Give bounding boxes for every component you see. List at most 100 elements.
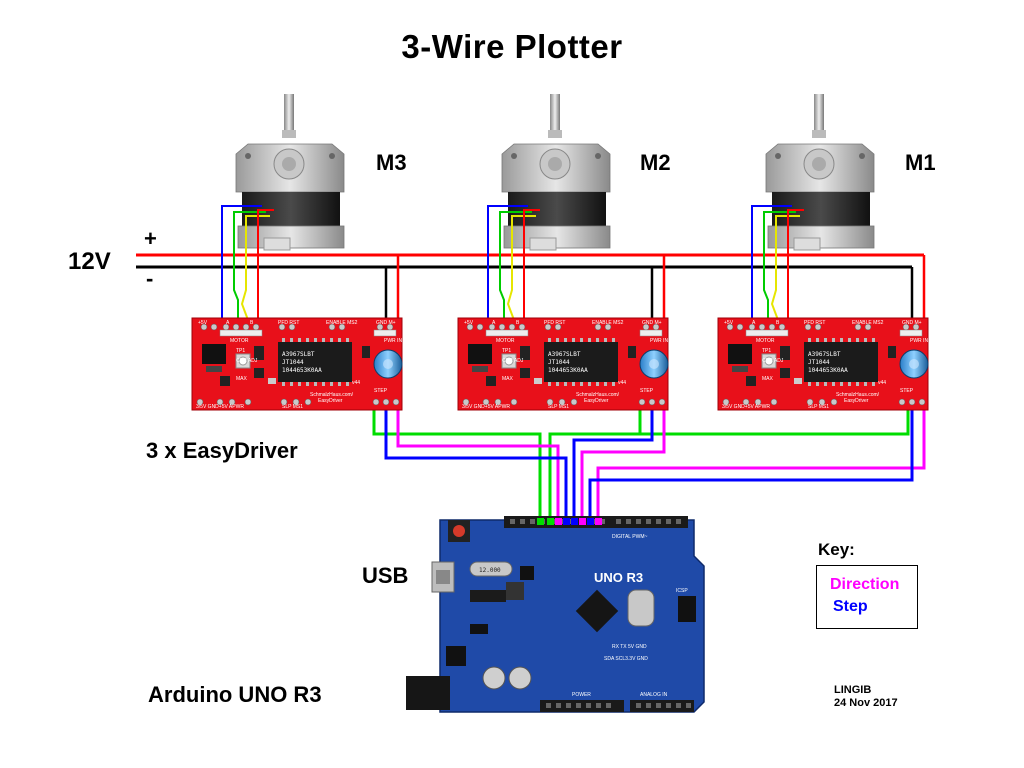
url-label: SchmalzHaus.com/ xyxy=(836,392,880,398)
step-wires xyxy=(384,400,914,522)
slp-ms1-label: SLP MS1 xyxy=(282,404,303,410)
motor-label-m1: M1 xyxy=(905,150,936,175)
step-label: STEP xyxy=(640,388,654,394)
sda-scl-label: SDA SCL3.3V GND xyxy=(604,656,648,662)
driver-caption: 3 x EasyDriver xyxy=(146,438,298,463)
pin-label-gnd-m: GND M+ xyxy=(642,320,662,326)
negative-symbol: - xyxy=(146,266,154,291)
pin-label-pfd-rst: PFD RST xyxy=(804,320,825,326)
slp-ms1-label: SLP MS1 xyxy=(808,404,829,410)
pwr-in-label: PWR IN xyxy=(650,338,668,344)
pin-label-a: A xyxy=(752,320,756,326)
version-label: v44 xyxy=(878,380,886,386)
pin-label-5v: +5V xyxy=(198,320,208,326)
icsp-label: ICSP xyxy=(676,588,688,594)
bottom-pins-label: 3/5V GND+5V APWR xyxy=(196,404,244,410)
cur-adj-label: CUR ADJ xyxy=(236,358,258,364)
rx-tx-label: RX TX 5V GND xyxy=(612,644,647,650)
chip-text: JT1044 xyxy=(808,359,830,366)
legend-step: Step xyxy=(833,598,868,615)
cur-adj-label: CUR ADJ xyxy=(502,358,524,364)
chip-text: A3967SLBT xyxy=(282,351,315,358)
legend-box xyxy=(816,565,918,629)
pin-label-enable-ms2: ENABLE MS2 xyxy=(326,320,358,326)
pin-label-5v: +5V xyxy=(464,320,474,326)
chip-text: JT1044 xyxy=(282,359,304,366)
ground-wires xyxy=(372,400,910,522)
chip-text: A3967SLBT xyxy=(808,351,841,358)
step-label: STEP xyxy=(374,388,388,394)
max-label: MAX xyxy=(762,376,774,382)
cur-adj-label: CUR ADJ xyxy=(762,358,784,364)
version-label: v44 xyxy=(352,380,360,386)
arduino-caption: Arduino UNO R3 xyxy=(148,682,322,707)
pin-label-pfd-rst: PFD RST xyxy=(544,320,565,326)
page-title: 3-Wire Plotter xyxy=(401,28,623,65)
url-label: SchmalzHaus.com/ xyxy=(310,392,354,398)
header-pin-connections xyxy=(537,518,602,525)
direction-wires xyxy=(396,400,926,522)
digital-pins-label: DIGITAL PWM~ xyxy=(612,534,648,540)
motor-m3 xyxy=(235,93,345,251)
tp1-label: TP1 xyxy=(762,348,771,354)
board-name-label: EasyDriver xyxy=(584,398,609,404)
pwr-in-label: PWR IN xyxy=(384,338,402,344)
usb-label: USB xyxy=(362,563,409,588)
max-label: MAX xyxy=(236,376,248,382)
chip-text: 1044653K0AA xyxy=(548,367,588,374)
motor-label-m3: M3 xyxy=(376,150,407,175)
pin-label-b: B xyxy=(516,320,520,326)
chip-text: 1044653K0AA xyxy=(282,367,322,374)
motor-label-m2: M2 xyxy=(640,150,671,175)
motor-label: MOTOR xyxy=(230,338,249,344)
pin-label-gnd-m: GND M+ xyxy=(376,320,396,326)
tp1-label: TP1 xyxy=(502,348,511,354)
max-label: MAX xyxy=(502,376,514,382)
chip-text: 1044653K0AA xyxy=(808,367,848,374)
legend-direction: Direction xyxy=(830,576,900,593)
arduino-board: 12.000 UNO R3 DIGITAL PWM~ POWER A xyxy=(406,516,705,713)
motor-label: MOTOR xyxy=(496,338,515,344)
chip-text: JT1044 xyxy=(548,359,570,366)
coil-wires-m1 xyxy=(751,205,804,321)
motor-label: MOTOR xyxy=(756,338,775,344)
url-label: SchmalzHaus.com/ xyxy=(576,392,620,398)
pin-label-gnd-m: GND M+ xyxy=(902,320,922,326)
coil-wires-m2 xyxy=(487,205,540,321)
analog-label: ANALOG IN xyxy=(640,692,668,698)
bottom-pins-label: 3/5V GND+5V APWR xyxy=(722,404,770,410)
date-label: 24 Nov 2017 xyxy=(834,697,898,709)
slp-ms1-label: SLP MS1 xyxy=(548,404,569,410)
motor-m1 xyxy=(765,93,875,251)
crystal-label: 12.000 xyxy=(479,567,501,574)
positive-symbol: + xyxy=(144,226,157,251)
pin-label-pfd-rst: PFD RST xyxy=(278,320,299,326)
key-title: Key: xyxy=(818,540,855,559)
pwr-in-label: PWR IN xyxy=(910,338,928,344)
author-label: LINGIB xyxy=(834,684,872,696)
version-label: v44 xyxy=(618,380,626,386)
power-drops xyxy=(384,255,926,320)
pin-label-b: B xyxy=(776,320,780,326)
pin-label-b: B xyxy=(250,320,254,326)
coil-wires-m3 xyxy=(221,205,274,321)
easydriver-1: +5V A B PFD RST ENABLE MS2 GND M+ MOTOR … xyxy=(191,317,403,411)
chip-text: A3967SLBT xyxy=(548,351,581,358)
tp1-label: TP1 xyxy=(236,348,245,354)
easydriver-3: +5V A B PFD RST ENABLE MS2 GND M+ MOTOR … xyxy=(717,317,929,411)
power-label: POWER xyxy=(572,692,591,698)
pin-label-a: A xyxy=(492,320,496,326)
pin-label-a: A xyxy=(226,320,230,326)
board-label: UNO R3 xyxy=(594,570,643,585)
supply-voltage-label: 12V xyxy=(68,248,111,275)
step-label: STEP xyxy=(900,388,914,394)
bottom-pins-label: 3/5V GND+5V APWR xyxy=(462,404,510,410)
board-name-label: EasyDriver xyxy=(318,398,343,404)
easydriver-2: +5V A B PFD RST ENABLE MS2 GND M+ MOTOR … xyxy=(457,317,669,411)
board-name-label: EasyDriver xyxy=(844,398,869,404)
pin-label-enable-ms2: ENABLE MS2 xyxy=(592,320,624,326)
pin-label-5v: +5V xyxy=(724,320,734,326)
motor-m2 xyxy=(501,93,611,251)
pin-label-enable-ms2: ENABLE MS2 xyxy=(852,320,884,326)
